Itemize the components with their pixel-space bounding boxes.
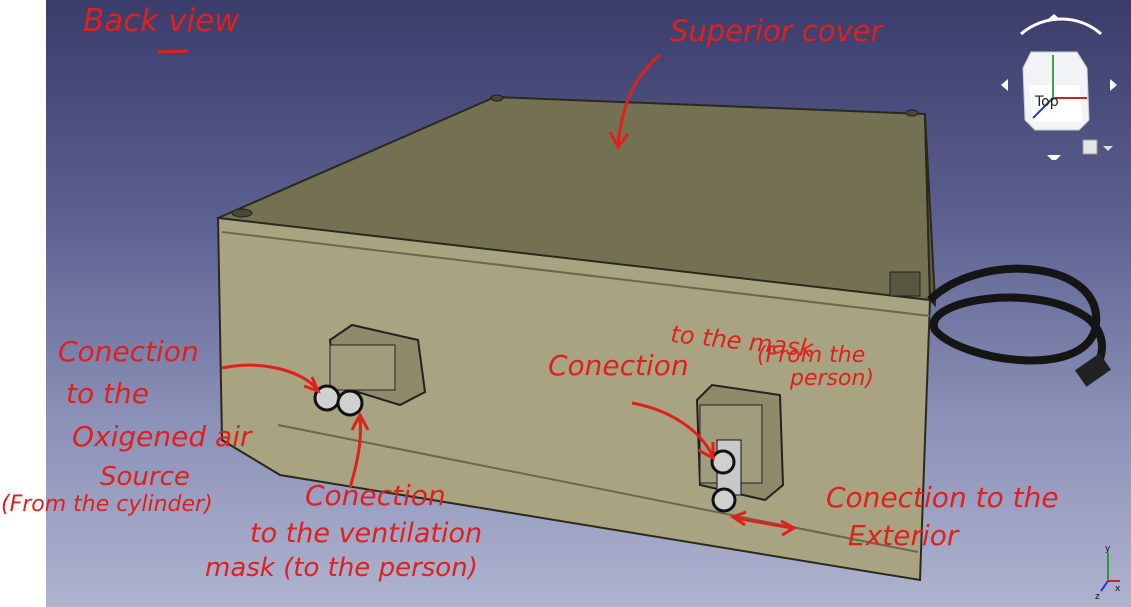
arrow-ventilation-mask [348, 417, 362, 489]
left-connector-face [329, 344, 396, 391]
arrow-exterior [734, 516, 793, 530]
axis-indicator-z [1100, 580, 1109, 592]
3d-viewport[interactable]: Top y x z [46, 0, 1131, 607]
exterior-port [711, 487, 737, 513]
cube-front-face[interactable] [1029, 85, 1083, 122]
title-underline [157, 49, 189, 54]
navigation-cube-graphic: Top [1001, 14, 1117, 162]
annotation-arrows [157, 49, 798, 537]
bottom-rim [277, 424, 919, 553]
note-oxygen-line-1: Conection [58, 335, 199, 368]
note-mask-line-2: Conection [548, 349, 689, 382]
arrow-mask-from-person-head [697, 442, 715, 461]
note-ventilation-line-1: Conection [305, 479, 446, 512]
note-oxygen-line-2: to the [66, 377, 149, 410]
axis-indicator-x-label: x [1115, 584, 1121, 594]
nav-down-arrow-icon[interactable] [1047, 155, 1061, 162]
note-exterior-line-1: Conection to the [826, 481, 1059, 514]
box-right-side [924, 113, 936, 308]
note-mask-line-4: person) [790, 366, 874, 391]
arrow-oxygen-source-head [303, 376, 321, 394]
arrow-oxygen-source [221, 363, 318, 390]
arrow-superior-cover-head [608, 131, 630, 150]
navigation-cube[interactable]: Top [999, 10, 1119, 162]
arrow-exterior-head-left [729, 510, 747, 527]
view-title: Back view [83, 3, 240, 39]
nav-right-arrow-icon[interactable] [1110, 79, 1117, 91]
arrow-superior-cover [616, 53, 661, 146]
note-oxygen-line-4: Source [100, 462, 190, 492]
nav-up-arrow-icon[interactable] [1047, 14, 1061, 20]
note-exterior-line-2: Exterior [848, 519, 959, 552]
arrow-mask-from-person [631, 401, 714, 456]
view-menu-dropdown-icon[interactable] [1103, 146, 1113, 151]
cable-port [889, 271, 921, 297]
ventilation-mask-port [336, 389, 364, 417]
arrow-ventilation-mask-head [350, 411, 370, 431]
rotate-arc-icon[interactable] [1020, 17, 1103, 36]
axis-z-line [1032, 97, 1054, 119]
arrow-exterior-head-right [780, 519, 798, 537]
axis-indicator-z-label: z [1095, 592, 1100, 601]
top-cover-rim [221, 231, 931, 317]
power-cable [927, 264, 1106, 374]
note-oxygen-line-5: (From the cylinder) [1, 492, 213, 517]
screw-hole [231, 208, 253, 218]
axis-indicator-y-label: y [1105, 544, 1111, 554]
screw-hole [490, 94, 504, 102]
note-ventilation-line-3: mask (to the person) [205, 553, 478, 583]
axis-indicator: y x z [1095, 544, 1121, 601]
screw-hole [905, 109, 919, 117]
note-superior-cover: Superior cover [670, 14, 883, 48]
note-ventilation-line-2: to the ventilation [250, 518, 483, 549]
3d-scene [157, 49, 1112, 582]
cube-face-label: Top [1034, 94, 1059, 110]
mask-from-person-port [710, 449, 736, 475]
power-plug [1074, 353, 1112, 387]
nav-left-arrow-icon[interactable] [1001, 79, 1008, 91]
note-mask-line-3: (From the [757, 343, 866, 368]
view-menu-cube-icon[interactable] [1082, 139, 1098, 155]
note-oxygen-line-3: Oxigened air [72, 420, 252, 453]
